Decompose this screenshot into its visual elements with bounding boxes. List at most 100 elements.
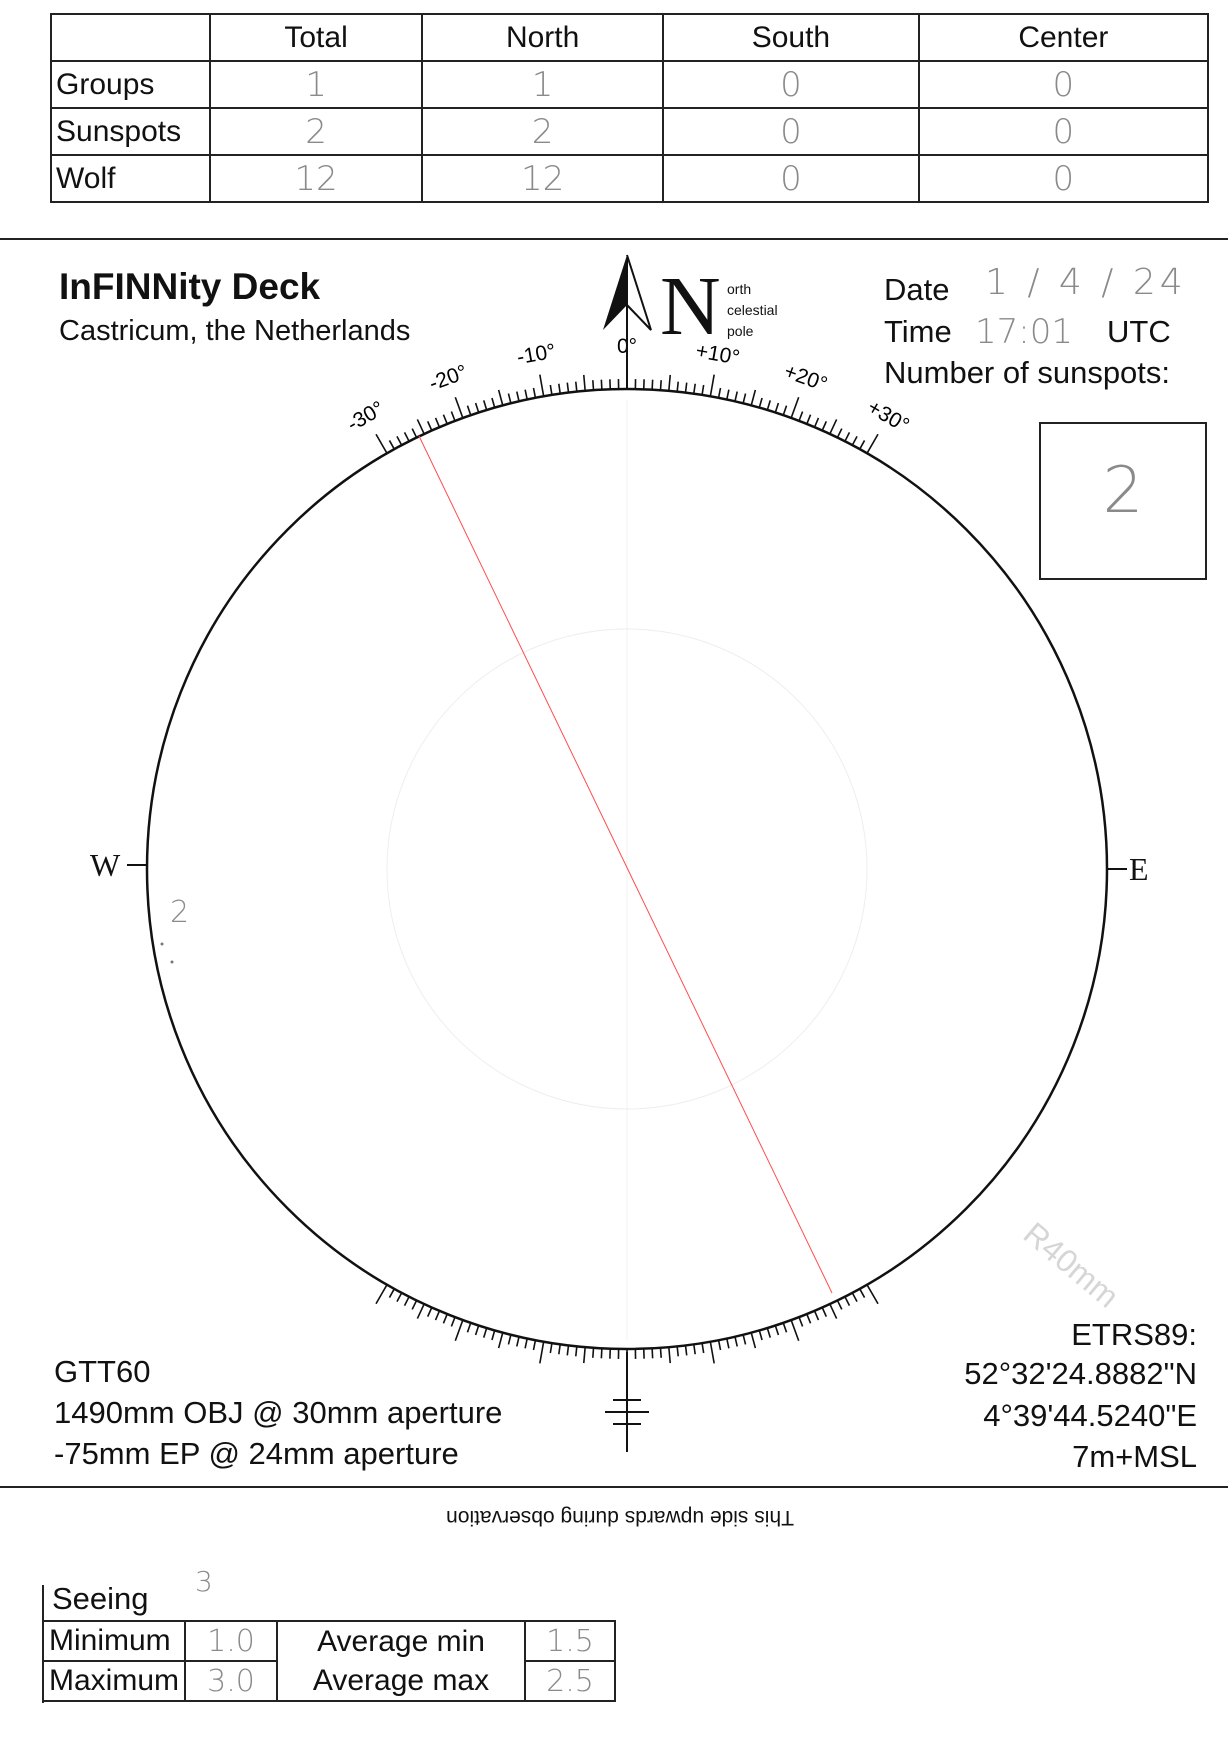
scale-tick [774,1325,780,1336]
scale-tick [798,411,804,422]
scale-tick [709,1341,715,1364]
scale-tick [866,433,879,454]
scale-tick [836,1300,843,1310]
cell-value[interactable]: 0 [917,154,1210,203]
latitude: 52°32'24.8882"N [964,1356,1197,1391]
bottom-divider [0,1486,1228,1488]
scale-tick [774,402,780,413]
scale-tick [750,1332,757,1349]
scale-tick [709,374,715,397]
cell-value[interactable]: 1 [208,60,424,109]
scale-tick [396,1292,403,1303]
scale-tick [454,1319,464,1341]
cell-value[interactable]: 0 [662,60,920,109]
scale-label: -10° [515,340,557,369]
scale-tick [726,1338,730,1349]
avg-min-label: Average min [276,1620,527,1661]
scale-tick [482,400,488,411]
sunspots-value: 2 [1102,454,1144,528]
scale-tick [717,387,722,398]
scale-tick [558,1344,561,1355]
header-cell: North [421,13,665,62]
scale-tick [851,1292,858,1303]
header-cell [50,13,211,62]
minimum-value[interactable]: 1.0 [184,1620,279,1662]
cell-value[interactable]: 0 [917,60,1210,109]
scale-tick [659,380,662,391]
scale-tick [701,1342,705,1354]
scale-tick [454,397,464,419]
scale-tick [734,1336,739,1347]
minimum-label: Minimum [41,1620,186,1662]
header-cell: Total [208,13,424,62]
scale-tick [582,1347,586,1364]
avg-min-value[interactable]: 1.5 [524,1620,617,1662]
cell-value[interactable]: 2 [208,107,424,156]
row-label: Wolf [50,154,211,203]
time-value[interactable]: 17:01 [975,312,1073,352]
scale-tick [474,402,480,413]
east-label: E [1129,851,1149,887]
date-value[interactable]: 1 / 4 / 24 [985,262,1187,303]
longitude: 4°39'44.5240"E [983,1398,1197,1433]
scale-tick [684,1345,688,1356]
scale-tick [651,1348,654,1359]
scale-tick [859,1288,866,1298]
seeing-table: Minimum 1.0 Average min 1.5 Maximum 3.0 … [41,1620,617,1702]
scale-tick [416,419,425,435]
scale-tick [659,1347,662,1358]
scale-tick [668,374,672,391]
scale-tick [426,421,433,431]
sunspots-box[interactable]: 2 [1039,422,1207,580]
scale-tick [411,1300,418,1310]
datum: ETRS89: [1071,1317,1197,1352]
north-note-line: celestial [727,302,778,318]
maximum-label: Maximum [41,1660,186,1702]
scale-tick [684,382,688,393]
scale-tick [532,1340,537,1351]
date-label: Date [884,272,950,307]
north-arrow-icon [603,254,652,389]
scale-tick [466,1322,472,1333]
scale-tick [758,1330,763,1341]
maximum-value[interactable]: 3.0 [184,1660,279,1702]
reticle-icon [605,1352,649,1452]
cell-value[interactable]: 0 [662,107,920,156]
instrument-eyepiece: -75mm EP @ 24mm aperture [54,1436,459,1471]
table-row: Groups 1 1 0 0 [50,60,1210,109]
cell-value[interactable]: 0 [917,107,1210,156]
scale-tick [524,389,528,400]
cell-value[interactable]: 1 [421,60,665,109]
north-note-line: pole [727,323,754,339]
cell-value[interactable]: 0 [662,154,920,203]
scale-tick [600,379,603,390]
cell-value[interactable]: 12 [421,154,665,203]
top-divider [0,238,1228,240]
cell-value[interactable]: 2 [421,107,665,156]
scale-tick [782,1322,788,1333]
scale-tick [821,1307,828,1317]
scale-tick [726,389,730,400]
avg-max-value[interactable]: 2.5 [524,1660,617,1702]
cell-value[interactable]: 12 [208,154,424,203]
scale-tick [844,1296,851,1306]
scale-tick [403,432,410,442]
scale-tick [515,391,520,402]
scale-label: -30° [343,397,388,436]
scale-tick [566,1345,570,1356]
scale-tick [375,1284,388,1305]
scale-tick [851,435,858,446]
scale-tick [388,1288,395,1298]
scale-tick [676,381,680,392]
location: Castricum, the Netherlands [59,315,411,347]
west-label: W [90,847,121,883]
scale-tick [836,428,843,438]
spot-mark [160,942,164,946]
scale-tick [507,1334,512,1345]
spot-annotation: 2 [170,895,190,930]
seeing-value[interactable]: 3 [195,1565,213,1598]
position-angle-scale: -30°-20°-10°0°+10°+20°+30° [343,335,913,1371]
instrument-objective: 1490mm OBJ @ 30mm aperture [54,1395,503,1430]
scale-tick [813,1310,820,1321]
